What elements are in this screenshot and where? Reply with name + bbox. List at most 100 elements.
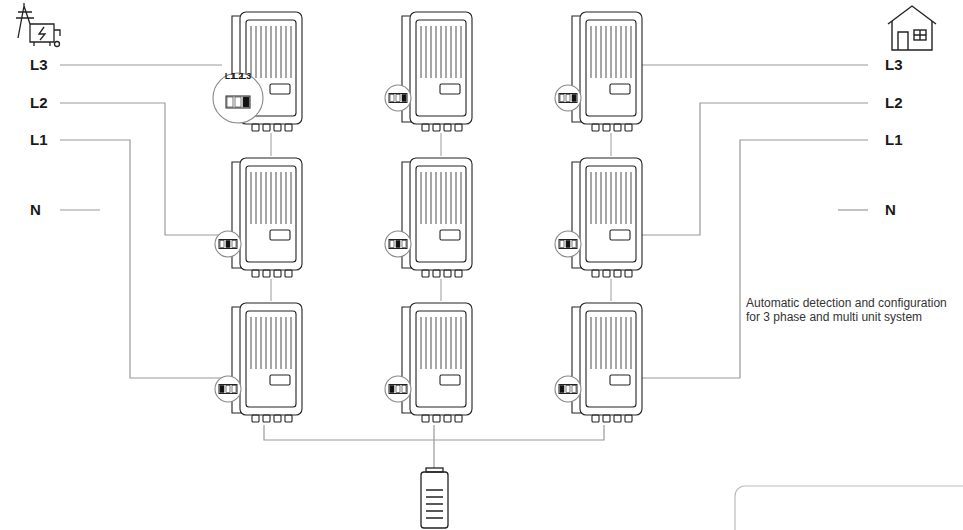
cooling-fin (591, 26, 592, 78)
l1-in-wire (60, 140, 222, 378)
cooling-fin (266, 26, 267, 78)
unit-link (611, 133, 612, 156)
cable-gland (614, 415, 621, 422)
cooling-fin (421, 172, 422, 224)
cooling-fin (621, 172, 622, 224)
cable-gland (433, 124, 440, 131)
l1-out-wire (642, 140, 868, 378)
cooling-fin (591, 172, 592, 224)
switch-inset (555, 85, 581, 111)
cooling-fin (631, 317, 632, 369)
cooling-fin (251, 317, 252, 369)
cooling-fin (441, 26, 442, 78)
display (610, 230, 630, 240)
switch-cell (226, 386, 230, 393)
inverter-part (410, 158, 472, 270)
switch-cell (226, 241, 230, 248)
cooling-fin (281, 317, 282, 369)
cooling-fin (446, 26, 447, 78)
inverter-part (580, 158, 642, 270)
house-icon (888, 6, 936, 50)
cooling-fin (276, 172, 277, 224)
cable-gland (455, 270, 462, 277)
cooling-fin (271, 26, 272, 78)
cable-gland (252, 270, 259, 277)
switch-cell (243, 97, 249, 107)
switch-inset (215, 376, 241, 402)
cooling-fin (626, 317, 627, 369)
inverter (215, 158, 302, 277)
cooling-fin (601, 26, 602, 78)
switch-cell (566, 241, 570, 248)
cooling-fin (261, 26, 262, 78)
inverter-part (246, 166, 296, 262)
cooling-fin (621, 26, 622, 78)
display (440, 375, 460, 385)
dip-switch (559, 385, 577, 394)
cooling-fin (596, 317, 597, 369)
cooling-fin (286, 26, 287, 78)
switch-cell (566, 95, 570, 102)
dip-switch (559, 240, 577, 249)
cooling-fin (626, 26, 627, 78)
dip-switch (219, 240, 237, 249)
cooling-fin (601, 172, 602, 224)
cable-gland (444, 415, 451, 422)
switch-cell (572, 386, 576, 393)
cable-gland (444, 270, 451, 277)
cooling-fin (601, 317, 602, 369)
switch-cell (396, 241, 400, 248)
cooling-fin (616, 317, 617, 369)
cable-gland (603, 270, 610, 277)
dip-switch (559, 94, 577, 103)
dc-bus (264, 425, 604, 468)
switch-inset (385, 85, 411, 111)
cable-gland (455, 415, 462, 422)
cable-gland (263, 124, 270, 131)
cable-gland (455, 124, 462, 131)
switch-cell (560, 386, 564, 393)
cable-gland (603, 124, 610, 131)
cooling-fin (436, 317, 437, 369)
cable-gland (422, 270, 429, 277)
display (270, 84, 290, 94)
display (270, 230, 290, 240)
cooling-fin (291, 172, 292, 224)
cable-gland (274, 415, 281, 422)
cooling-fin (436, 26, 437, 78)
cooling-fin (626, 172, 627, 224)
cooling-fin (621, 317, 622, 369)
inverter-part (416, 20, 466, 116)
switch-cell (390, 386, 394, 393)
cable-gland (274, 270, 281, 277)
display (440, 84, 460, 94)
cooling-fin (431, 26, 432, 78)
inverter-part (410, 303, 472, 415)
switch-cell (402, 386, 406, 393)
cooling-fin (631, 26, 632, 78)
inverter-part (416, 166, 466, 262)
switch-cell (572, 241, 576, 248)
inverter-part (586, 20, 636, 116)
cooling-fin (286, 317, 287, 369)
cooling-fin (436, 172, 437, 224)
dip-switch (389, 385, 407, 394)
cooling-fin (456, 317, 457, 369)
switch-cell (396, 386, 400, 393)
cable-gland (285, 415, 292, 422)
cooling-fin (451, 172, 452, 224)
switch-inset (385, 376, 411, 402)
switch-label: L3 (241, 71, 252, 82)
unit-link (441, 133, 442, 156)
cable-gland (263, 270, 270, 277)
cable-gland (263, 415, 270, 422)
cable-gland (603, 415, 610, 422)
cooling-fin (421, 26, 422, 78)
unit-link (271, 133, 272, 156)
cable-gland (433, 415, 440, 422)
cooling-fin (461, 317, 462, 369)
cooling-fin (256, 26, 257, 78)
inverter (385, 303, 472, 422)
switch-cell (560, 95, 564, 102)
battery-icon (421, 468, 448, 528)
